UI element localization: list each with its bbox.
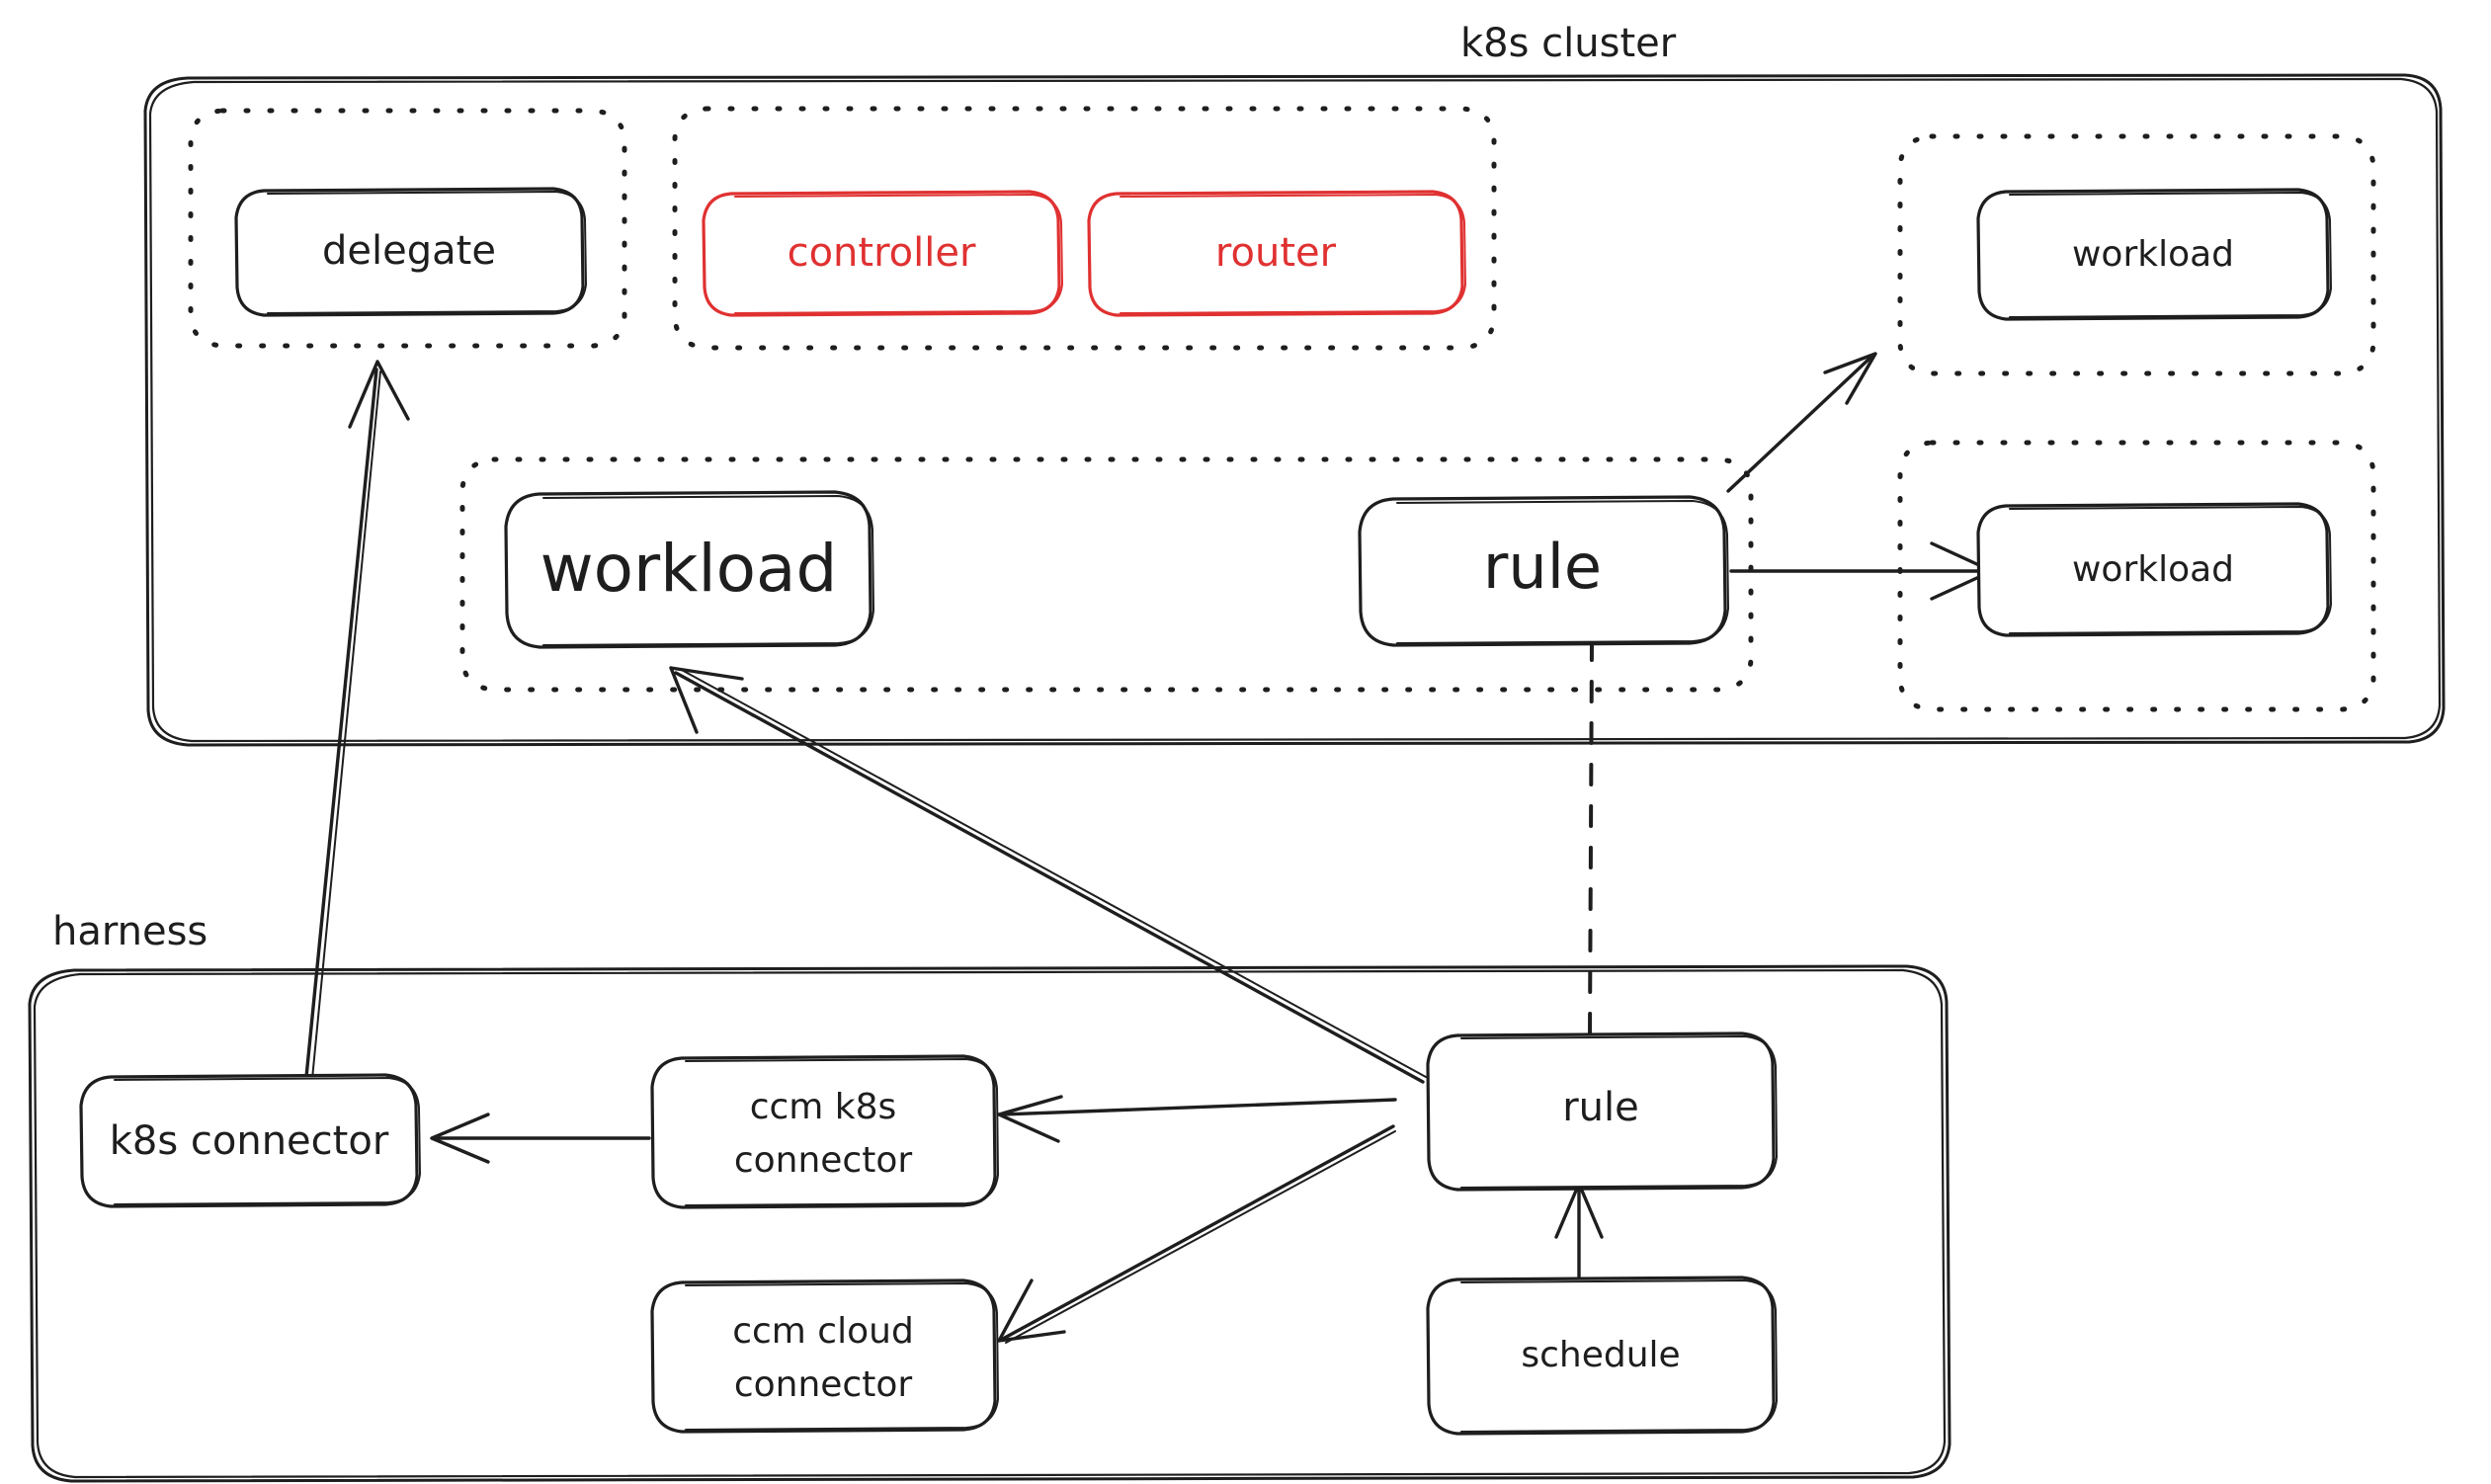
node-shape-sketch [114,1077,421,1205]
arrow-head [669,666,744,734]
node-ccm-k8s-connector[interactable]: ccm k8s connector [650,1054,999,1209]
node-label: workload [2072,234,2234,275]
edge-rule-harness-to-ccm-k8s-connector [997,1095,1397,1143]
k8s-cluster-border [143,73,2446,747]
node-label: delegate [322,228,496,274]
node-label-line2: connector [734,1364,913,1405]
node-label: workload [2072,549,2234,590]
node-shape-sketch [1460,1279,1778,1433]
subgroup-workload-ns-bottom [1897,440,2376,712]
edge-line-sketch [1005,1130,1396,1344]
arrow-head [1554,1182,1604,1239]
arrow-head [1823,352,1877,405]
edge-rule-cluster-to-rule-harness [1588,638,1594,1036]
node-label: ccm k8s [750,1087,897,1127]
edge-line [304,368,378,1079]
node-workload-bot-right[interactable]: workload [1976,502,2332,637]
node-label: schedule [1521,1335,1680,1375]
node-ccm-cloud-connector[interactable]: ccm cloud connector [650,1278,999,1434]
node-rule-harness[interactable]: rule [1426,1031,1778,1192]
edge-line [1726,355,1873,493]
group-k8s-cluster [143,73,2446,747]
arrow-head [430,1113,490,1164]
node-label: rule [1483,531,1602,603]
node-label: ccm cloud [732,1311,914,1352]
edge-rule-cluster-to-workload-top-right [1726,352,1877,493]
node-label: workload [540,531,838,607]
subgroup-delegate-ns [188,108,627,349]
node-shape [650,1054,997,1209]
node-workload-main[interactable]: workload [504,490,874,649]
edge-line [1001,1098,1397,1116]
k8s-cluster-title: k8s cluster [1460,21,1677,66]
node-shape-sketch [734,194,1063,314]
arrow-head [348,360,410,429]
node-shape-sketch [1460,1035,1778,1189]
node-shape-sketch [267,191,587,314]
node-shape-sketch [542,495,874,646]
edge-ccm-k8s-connector-to-k8s-connector [430,1113,651,1164]
edge-line-sketch [311,371,381,1080]
node-controller[interactable]: controller [702,190,1063,317]
subgroup-workload-ns-top [1897,133,2376,376]
edge-line-sketch [679,668,1427,1078]
arrow-head [997,1095,1063,1143]
node-rule-cluster[interactable]: rule [1358,495,1729,647]
node-shape-sketch [685,1058,999,1206]
node-label-line2: connector [734,1140,913,1181]
node-label: router [1215,230,1337,276]
node-router[interactable]: router [1087,190,1466,317]
node-k8s-connector[interactable]: k8s connector [79,1073,421,1208]
node-shape [650,1278,997,1434]
harness-border [28,964,1951,1483]
edge-line [1588,638,1594,1036]
edge-rule-harness-to-workload-main [669,666,1427,1084]
group-harness [28,964,1951,1483]
harness-title: harness [52,909,208,954]
node-shape-sketch [1120,194,1466,314]
node-label: k8s connector [110,1118,389,1164]
node-schedule[interactable]: schedule [1426,1276,1778,1436]
node-workload-top-right[interactable]: workload [1976,188,2332,321]
edge-k8s-connector-to-delegate [304,360,410,1080]
node-shape-sketch [2009,506,2332,634]
arrow-head [997,1278,1066,1343]
edge-line [674,671,1425,1084]
node-shape-sketch [685,1282,999,1431]
node-delegate[interactable]: delegate [234,187,587,317]
edge-schedule-to-rule-harness [1554,1182,1604,1281]
harness-border-sketch [33,968,1947,1479]
node-label: rule [1562,1085,1639,1130]
edge-rule-cluster-to-workload-bot-right [1729,541,1994,601]
edge-rule-harness-to-ccm-cloud-connector [997,1124,1396,1344]
node-shape-sketch [2009,192,2332,318]
node-label: controller [788,230,976,276]
k8s-cluster-border-sketch [148,77,2442,743]
edge-line [1001,1124,1395,1341]
node-shape-sketch [1396,500,1729,644]
